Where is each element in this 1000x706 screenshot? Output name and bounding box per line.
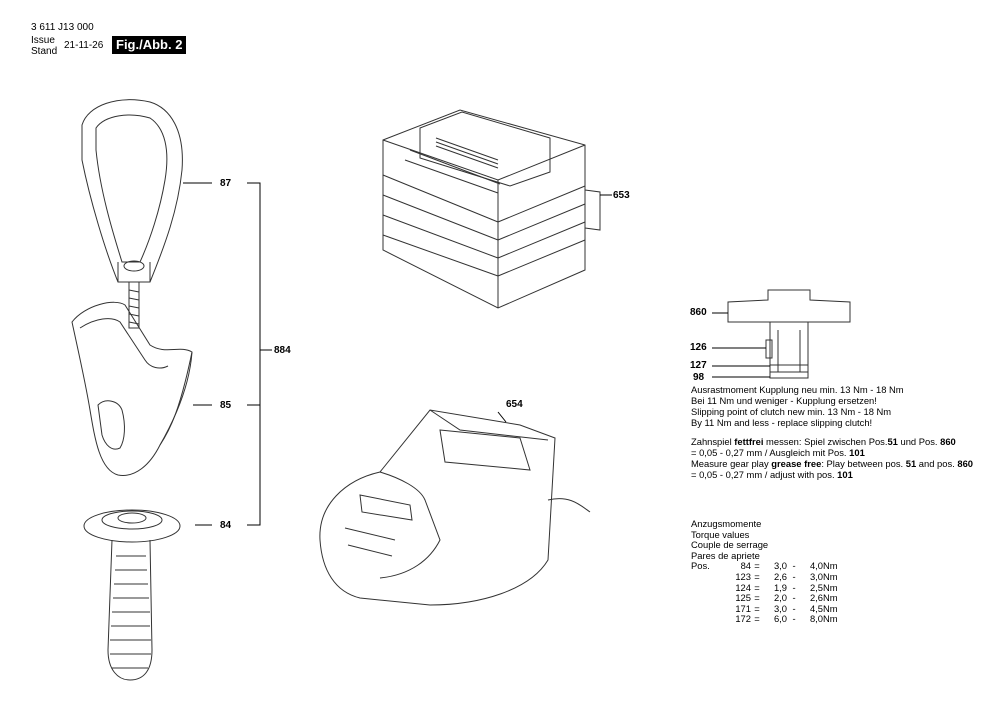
assembly-bracket-884 [183, 182, 272, 526]
label-98: 98 [693, 372, 705, 383]
torque-max: 2,6 [809, 592, 823, 604]
torque-equals: = [754, 592, 760, 604]
torque-title-fr: Couple de serrage [691, 539, 769, 551]
strap-part-87 [81, 99, 183, 329]
torque-pos: 125 [735, 592, 751, 604]
torque-max: 8,0 [809, 613, 823, 625]
torque-equals: = [754, 581, 760, 593]
torque-pos: 84 [740, 560, 751, 572]
torque-pos-label: Pos. [691, 560, 710, 572]
torque-max: 4,5 [809, 602, 823, 614]
charger-part-654 [319, 409, 591, 606]
gear-note-en-2: = 0,05 - 0,27 mm / adjust with pos. 101 [691, 469, 853, 480]
issue-date: 21-11-26 [64, 40, 104, 51]
torque-unit: Nm [823, 570, 838, 582]
gear-note-en-1: Measure gear play grease free: Play betw… [691, 458, 974, 469]
issue-label: Issue [31, 35, 55, 46]
torque-unit: Nm [823, 581, 838, 593]
torque-title-de: Anzugsmomente [691, 518, 762, 529]
torque-equals: = [754, 560, 760, 572]
torque-table: Anzugsmomente Torque values Couple de se… [691, 518, 838, 625]
holder-part-85 [71, 301, 193, 476]
torque-dash: - [792, 602, 796, 614]
torque-max: 4,0 [809, 560, 823, 572]
torque-pos: 171 [735, 602, 751, 614]
label-860: 860 [690, 307, 707, 318]
stand-label: Stand [31, 46, 58, 57]
torque-min: 3,0 [773, 602, 787, 614]
gear-note-de-2: = 0,05 - 0,27 mm / Ausgleich mit Pos. 10… [691, 447, 865, 458]
torque-pos-label [691, 604, 721, 615]
torque-pos: 124 [735, 581, 751, 593]
torque-unit: Nm [823, 560, 838, 572]
clutch-note-de-2: Bei 11 Nm und weniger - Kupplung ersetze… [691, 395, 877, 406]
torque-pos-label [691, 572, 721, 583]
torque-dash: - [792, 570, 796, 582]
torque-pos: 172 [735, 613, 751, 625]
torque-dash: - [792, 560, 796, 572]
clutch-note-de-1: Ausrastmoment Kupplung neu min. 13 Nm - … [691, 384, 904, 395]
label-84: 84 [220, 520, 232, 531]
handle-part-84 [83, 509, 181, 681]
torque-min: 2,0 [773, 592, 787, 604]
torque-min: 1,9 [773, 581, 787, 593]
battery-part-653 [382, 109, 601, 309]
torque-min: 2,6 [773, 570, 787, 582]
label-85: 85 [220, 400, 232, 411]
label-126: 126 [690, 342, 707, 353]
torque-dash: - [792, 613, 796, 625]
torque-min: 3,0 [773, 560, 787, 572]
clutch-note-en-1: Slipping point of clutch new min. 13 Nm … [691, 406, 892, 417]
torque-unit: Nm [823, 602, 838, 614]
label-884: 884 [274, 345, 291, 356]
torque-title-en: Torque values [691, 528, 750, 540]
torque-dash: - [792, 592, 796, 604]
torque-title-es: Pares de apriete [691, 549, 760, 561]
torque-max: 2,5 [809, 581, 823, 593]
torque-equals: = [754, 602, 760, 614]
label-653: 653 [613, 190, 630, 201]
gear-note-de-1: Zahnspiel fettfrei messen: Spiel zwische… [691, 436, 956, 447]
figure-badge: Fig./Abb. 2 [112, 36, 187, 54]
torque-dash: - [792, 581, 796, 593]
torque-pos-label [691, 614, 721, 625]
torque-equals: = [754, 570, 760, 582]
torque-unit: Nm [823, 592, 838, 604]
label-127: 127 [690, 360, 707, 371]
torque-pos-label [691, 583, 721, 594]
torque-min: 6,0 [773, 613, 787, 625]
doc-number: 3 611 J13 000 [31, 22, 94, 33]
label-87: 87 [220, 178, 232, 189]
torque-max: 3,0 [809, 570, 823, 582]
torque-equals: = [754, 613, 760, 625]
torque-unit: Nm [823, 613, 838, 625]
label-654: 654 [506, 399, 523, 410]
torque-pos: 123 [735, 570, 751, 582]
clutch-note-en-2: By 11 Nm and less - replace slipping clu… [691, 417, 873, 428]
torque-pos-label [691, 593, 721, 604]
clutch-section [727, 289, 851, 379]
